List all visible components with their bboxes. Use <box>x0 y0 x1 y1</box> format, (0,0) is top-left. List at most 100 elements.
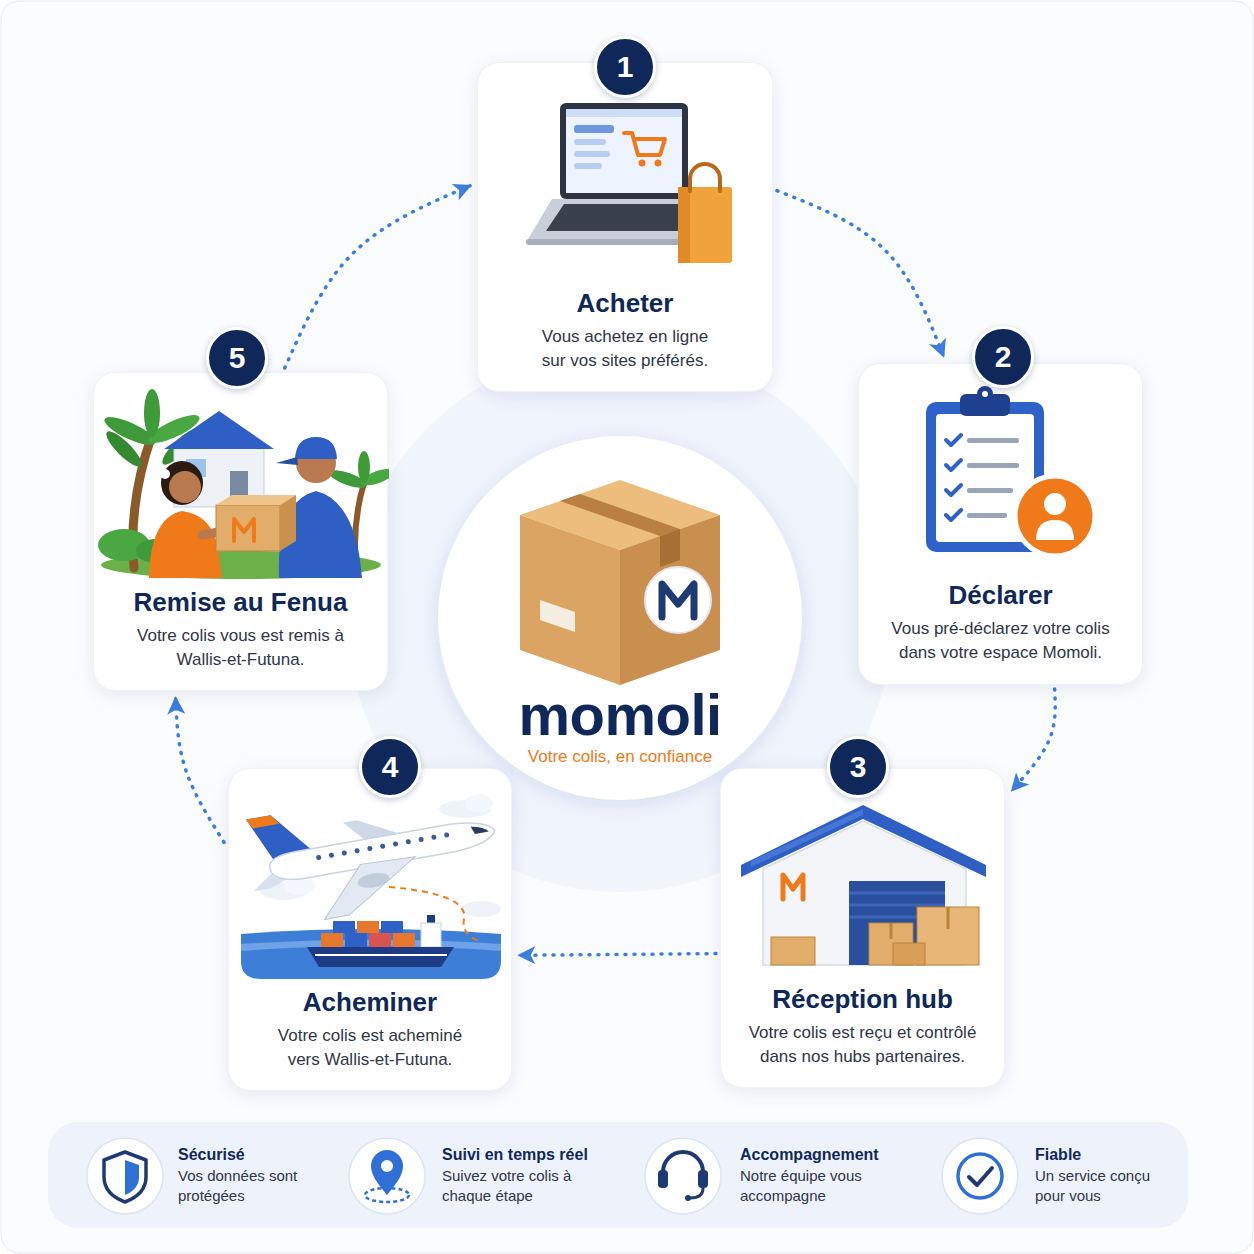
transport-illustration <box>380 843 386 849</box>
transport-illustration <box>357 921 379 933</box>
center-heading: momoli <box>460 686 780 744</box>
feature-band <box>48 1122 1188 1228</box>
transport-illustration <box>321 933 343 947</box>
step-card: Réception hubVotre colis est reçu et con… <box>720 768 1005 1088</box>
parcel-logo <box>620 515 720 685</box>
parcel-logo <box>520 480 720 685</box>
delivery-illustration <box>295 437 337 459</box>
transport-illustration <box>357 871 391 890</box>
transport-illustration <box>427 915 435 923</box>
laptop-illustration <box>624 133 665 155</box>
step-card: AcheterVous achetez en ligne sur vos sit… <box>477 62 773 392</box>
flow-arrow <box>176 698 224 842</box>
laptop-illustration <box>574 163 602 169</box>
laptop-illustration <box>574 125 614 133</box>
center-halo <box>438 436 802 800</box>
step-card: AcheminerVotre colis est acheminé vers W… <box>228 768 512 1091</box>
clipboard-illustration <box>967 438 1019 443</box>
warehouse-illustration <box>947 907 950 929</box>
clipboard-illustration <box>982 391 988 397</box>
clipboard-illustration <box>967 463 1019 468</box>
transport-illustration <box>405 839 411 845</box>
transport-illustration <box>307 947 454 967</box>
transport-illustration <box>315 954 447 956</box>
headset-icon <box>645 1138 721 1214</box>
delivery-illustration <box>280 495 296 551</box>
laptop-illustration <box>639 160 646 167</box>
laptop-illustration <box>560 103 688 199</box>
transport-illustration <box>418 837 424 843</box>
card-body: Votre colis vous est remis à Wallis-et-F… <box>134 624 348 672</box>
transport-illustration <box>246 814 279 829</box>
card-body: Votre colis est reçu et contrôlé dans no… <box>732 1021 994 1069</box>
transport-illustration <box>471 824 489 835</box>
shield-icon <box>87 1138 163 1214</box>
check-icon <box>969 1168 992 1185</box>
transport-illustration <box>421 923 441 947</box>
transport-illustration <box>345 933 367 947</box>
transport-illustration <box>393 841 399 847</box>
headset-icon <box>690 1188 703 1198</box>
callout-number: 4 <box>359 736 421 798</box>
delivery-illustration <box>234 519 254 541</box>
transport-illustration <box>461 901 501 917</box>
laptop-illustration <box>566 109 682 193</box>
feature-item: FiableUn service conçu pour vous <box>1035 1145 1175 1206</box>
delivery-illustration <box>164 411 274 449</box>
parcel-logo <box>560 494 680 536</box>
laptop-illustration <box>566 109 682 117</box>
card-heading: Déclarer <box>859 580 1142 611</box>
headset-icon <box>698 1170 708 1188</box>
transport-illustration <box>341 850 347 856</box>
warehouse-illustration <box>741 805 986 877</box>
transport-illustration <box>367 846 373 852</box>
headset-icon <box>685 1195 691 1201</box>
clipboard-illustration <box>1044 493 1066 515</box>
check-icon <box>958 1154 1002 1198</box>
flow-arrow <box>777 191 944 356</box>
laptop-illustration <box>574 139 606 145</box>
location-icon <box>349 1138 425 1214</box>
delivery-illustration <box>102 427 146 471</box>
card-heading: Acheminer <box>229 987 511 1018</box>
parcel-logo <box>645 567 711 633</box>
transport-illustration <box>329 852 335 858</box>
laptop-illustration <box>678 187 690 263</box>
laptop-illustration <box>655 160 662 167</box>
warehouse-illustration <box>893 943 925 965</box>
delivery-illustration <box>160 469 170 479</box>
shield-icon <box>104 1152 146 1202</box>
card-body: Votre colis est acheminé vers Wallis-et-… <box>266 1024 474 1072</box>
clipboard-illustration <box>977 386 993 402</box>
clipboard-illustration <box>1036 520 1074 540</box>
transport-illustration <box>369 933 391 947</box>
feature-band <box>48 1122 1188 1228</box>
card-heading: Réception hub <box>721 984 1004 1015</box>
feature-item: SécuriséVos données sont protégées <box>178 1145 318 1206</box>
center-body: Votre colis, en confiance <box>460 747 780 767</box>
delivery-illustration <box>216 505 280 551</box>
transport-illustration <box>241 777 505 930</box>
warehouse-illustration <box>771 937 815 965</box>
feat-heading: Suivi en temps réel <box>442 1145 622 1165</box>
clipboard-illustration <box>946 435 961 445</box>
flow-arrow <box>519 954 716 956</box>
headset-icon <box>663 1152 703 1180</box>
callout-number: 2 <box>972 326 1034 388</box>
transport-illustration <box>316 855 423 920</box>
parcel-logo <box>662 584 694 617</box>
card-body: Vous achetez en ligne sur vos sites préf… <box>531 325 719 373</box>
step-card: DéclarerVous pré-déclarez votre colis da… <box>858 363 1143 685</box>
feature-item: Suivi en temps réelSuivez votre colis à … <box>442 1145 622 1206</box>
transport-illustration <box>444 832 450 838</box>
clipboard-illustration <box>859 364 1144 579</box>
transport-illustration <box>229 769 513 984</box>
delivery-illustration <box>94 373 389 588</box>
parcel-logo <box>660 529 680 567</box>
feat-body: Vos données sont protégées <box>178 1166 298 1206</box>
transport-illustration <box>465 794 493 812</box>
callout-number: 3 <box>827 736 889 798</box>
warehouse-illustration <box>721 769 1006 984</box>
transport-illustration <box>431 834 437 840</box>
